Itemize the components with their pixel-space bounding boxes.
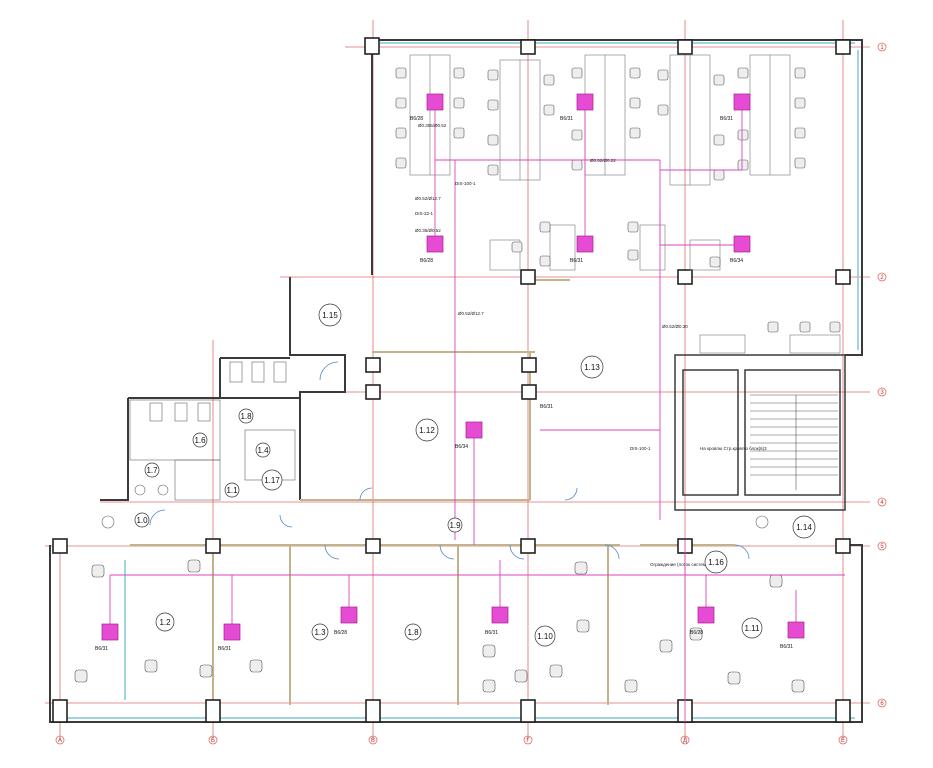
diffuser-tag: В6/31 (570, 258, 583, 264)
ducts (109, 102, 845, 722)
svg-text:1.3: 1.3 (314, 628, 326, 637)
axis-markers-right (877, 42, 887, 708)
svg-text:1: 1 (880, 45, 884, 51)
svg-text:1.7: 1.7 (146, 466, 158, 475)
duct-label: Ø0.52/Ø12.7 (415, 196, 441, 201)
exterior-walls (49, 39, 863, 723)
stair-treads (750, 394, 838, 490)
svg-text:Г: Г (526, 738, 530, 744)
room-label-1-14: 1.14 (792, 515, 816, 539)
svg-text:А: А (58, 738, 62, 744)
diffuser-tag: В6/28 (690, 630, 703, 636)
diffuser-tag: В6/31 (720, 116, 733, 122)
axis-markers-bottom (55, 735, 848, 745)
svg-text:6: 6 (880, 701, 884, 707)
diffuser-tag: В6/28 (334, 630, 347, 636)
columns (52, 37, 851, 723)
diffuser-tag: В6/31 (540, 404, 553, 410)
svg-text:1.9: 1.9 (449, 521, 461, 530)
annotations: На кровлю Стр.кровлю блок(6)3 Ограждение… (650, 446, 767, 567)
duct-labels: Ø0.355/Ø0.52 Ø0.52/Ø0.22 Ø0.52/Ø12.7 DIS… (415, 123, 688, 451)
diffuser-tag: В6/31 (560, 116, 573, 122)
chairs (74, 67, 841, 693)
diffuser-tag: В6/31 (485, 630, 498, 636)
svg-text:1.12: 1.12 (419, 426, 435, 435)
svg-text:1.8: 1.8 (407, 628, 419, 637)
room-label-1-8: 1.8 (404, 623, 422, 641)
stair-note: На кровлю Стр.кровлю блок(6)3 (700, 446, 767, 451)
svg-text:1.11: 1.11 (745, 624, 761, 633)
duct-label: Ø0.52/Ø0.30 (662, 324, 688, 329)
room-label-1-10: 1.10 (534, 625, 556, 647)
svg-text:Б: Б (211, 738, 215, 744)
svg-text:2: 2 (880, 275, 884, 281)
svg-text:Д: Д (683, 738, 687, 744)
corridor-note: Ограждение (лоток системы) (650, 562, 711, 567)
duct-label: Ø0.35/Ø0.52 (415, 228, 441, 233)
room-label-1-0: 1.0 (134, 512, 150, 528)
diffuser-tag: В6/34 (455, 444, 468, 450)
svg-text:1.8: 1.8 (240, 412, 252, 421)
room-label-1-2: 1.2 (155, 612, 175, 632)
axis-labels-bottom: А Б В Г Д Е (58, 738, 845, 744)
doors (149, 361, 750, 560)
diffuser-tags: В6/28 В6/31 В6/31 В6/28 В6/31 В6/34 В6/3… (95, 116, 793, 652)
duct-label: Ø0.52/Ø12.7 (458, 311, 484, 316)
diffuser-tag: В6/34 (730, 258, 743, 264)
svg-text:1.2: 1.2 (159, 618, 171, 627)
room-label-1-5: 1.8 (238, 408, 254, 424)
room-label-1-6: 1.6 (192, 432, 208, 448)
svg-text:1.6: 1.6 (194, 436, 206, 445)
svg-text:1.16: 1.16 (708, 558, 724, 567)
diffusers (101, 93, 805, 641)
diffuser-tag: В6/31 (95, 646, 108, 652)
room-label-1-9: 1.9 (447, 517, 463, 533)
diffuser-tag: В6/28 (420, 258, 433, 264)
room-label-1-4: 1.4 (255, 442, 271, 458)
room-label-1-1: 1.1 (224, 482, 240, 498)
partitions (130, 279, 735, 705)
wc-fixtures (101, 361, 769, 529)
stair-core[interactable] (674, 354, 846, 511)
svg-text:1.14: 1.14 (796, 523, 812, 532)
diffuser-tag: В6/31 (218, 646, 231, 652)
svg-text:Е: Е (841, 738, 845, 744)
room-labels: 1.15 1.13 1.12 1.9 1.6 1.7 1.4 1.17 1.1 … (134, 303, 816, 647)
room-label-1-3: 1.3 (311, 623, 329, 641)
svg-text:1.13: 1.13 (584, 363, 600, 372)
room-label-1-13: 1.13 (580, 355, 604, 379)
room-label-1-11: 1.11 (741, 617, 763, 639)
room-label-1-7: 1.7 (144, 462, 160, 478)
svg-text:3: 3 (880, 390, 884, 396)
svg-text:1.4: 1.4 (257, 446, 269, 455)
svg-text:4: 4 (880, 500, 884, 506)
svg-text:1.0: 1.0 (136, 516, 148, 525)
room-label-1-15: 1.15 (318, 303, 342, 327)
room-label-1-16: 1.16 (704, 550, 728, 574)
diffuser-tag: В6/28 (410, 116, 423, 122)
duct-label: Ø0.52/Ø0.22 (590, 158, 616, 163)
duct-label: Ø0.355/Ø0.52 (418, 123, 447, 128)
svg-text:1.1: 1.1 (226, 486, 238, 495)
svg-text:В: В (371, 738, 375, 744)
svg-text:5: 5 (880, 544, 884, 550)
room-label-1-12: 1.12 (415, 418, 439, 442)
svg-text:1.15: 1.15 (322, 311, 338, 320)
room-label-1-17: 1.17 (261, 469, 283, 491)
axis-labels-right: 1 2 3 4 5 6 (880, 45, 884, 707)
workstations (409, 54, 841, 354)
svg-text:1.17: 1.17 (264, 476, 280, 485)
duct-label: DIS-32-1 (415, 211, 434, 216)
duct-label: DIS-100-1 (455, 181, 476, 186)
svg-text:1.10: 1.10 (537, 632, 553, 641)
duct-label: DIS-100-1 (630, 446, 651, 451)
diffuser-tag: В6/31 (780, 644, 793, 650)
window-bands (60, 42, 859, 719)
